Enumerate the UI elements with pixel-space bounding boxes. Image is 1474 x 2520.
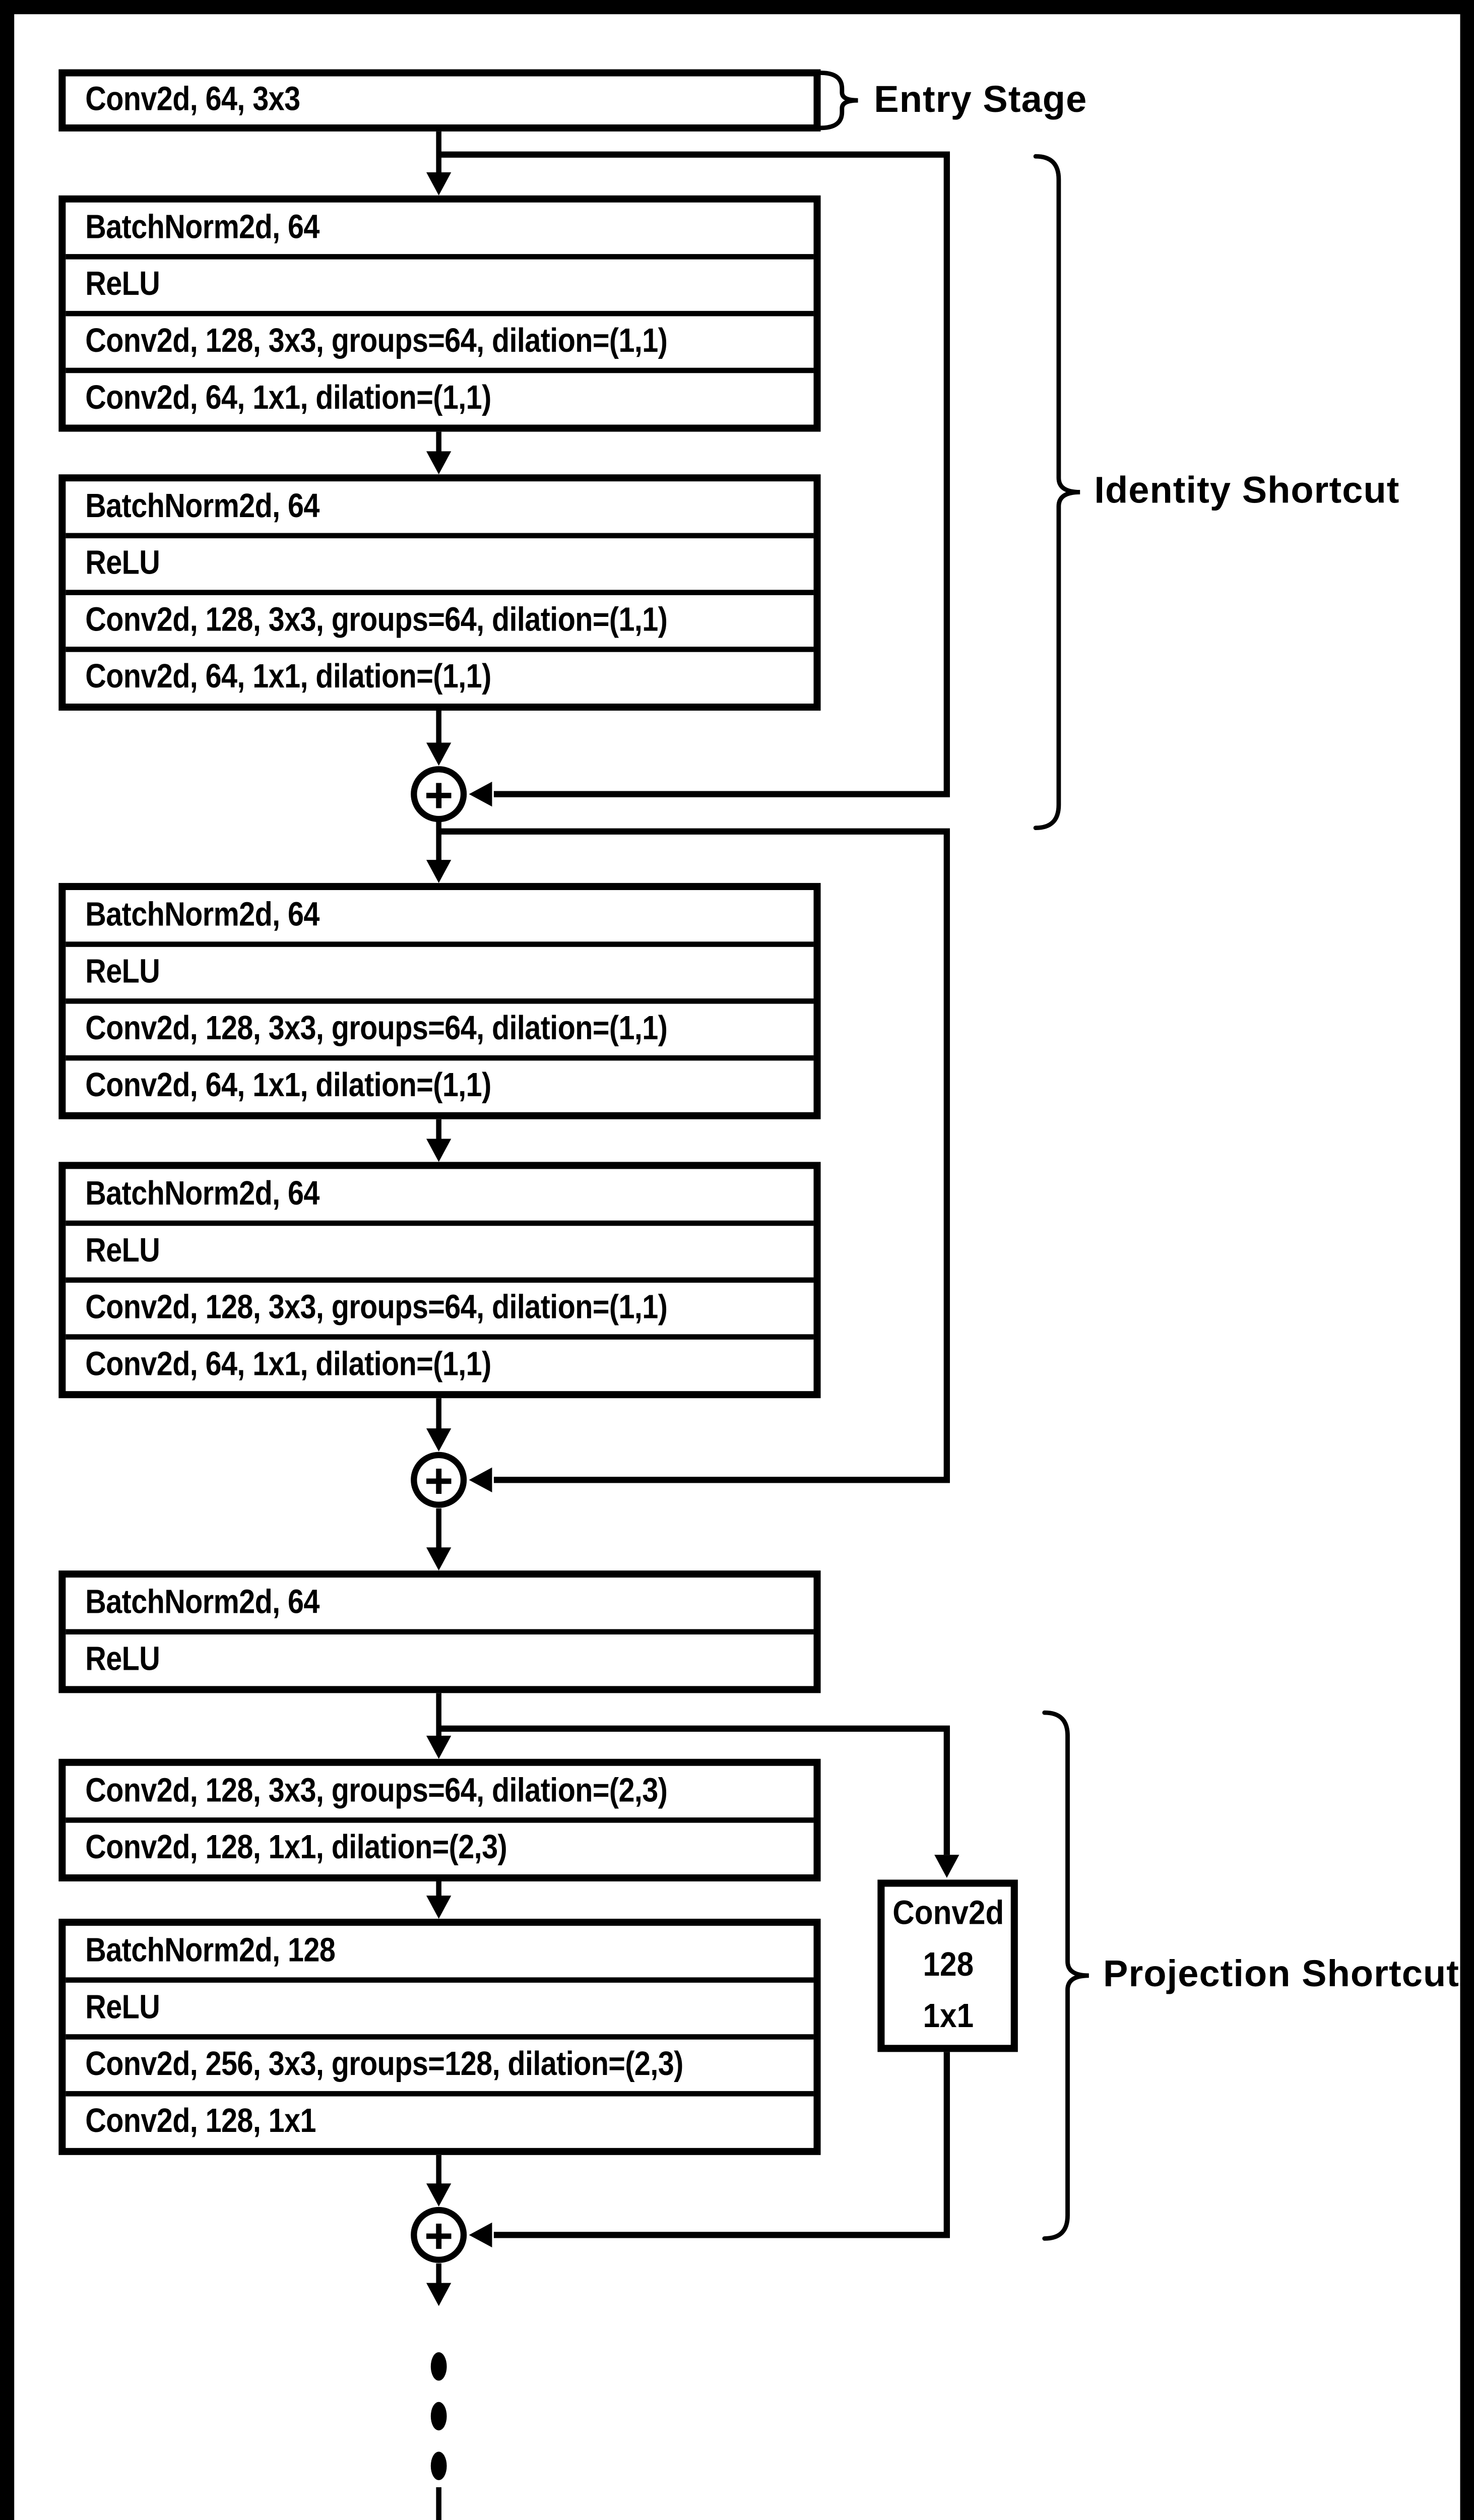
projection-entry-conv-block: Conv2d, 128, 3x3, groups=64, dilation=(2… <box>58 1758 821 1881</box>
layer-row: ReLU <box>66 533 814 590</box>
layer-row: Conv2d, 128, 3x3, groups=64, dilation=(1… <box>66 998 814 1055</box>
residual-block-1b: BatchNorm2d, 64 ReLU Conv2d, 128, 3x3, g… <box>58 474 821 711</box>
layer-row: BatchNorm2d, 64 <box>66 1169 814 1221</box>
identity-shortcut-wire-1 <box>438 151 950 797</box>
layer-row: BatchNorm2d, 64 <box>66 202 814 255</box>
layer-row: Conv2d, 128, 3x3, groups=64, dilation=(1… <box>66 590 814 647</box>
ellipsis-dots <box>430 2352 447 2480</box>
layer-row: Conv2d, 64, 1x1, dilation=(1,1) <box>66 1334 814 1392</box>
layer-label: Conv2d, 128, 3x3, groups=64, dilation=(1… <box>85 1289 668 1327</box>
layer-row: BatchNorm2d, 64 <box>66 890 814 942</box>
layer-row: Conv2d, 64, 1x1, dilation=(1,1) <box>66 1055 814 1112</box>
layer-label: Conv2d, 128, 3x3, groups=64, dilation=(1… <box>85 322 668 360</box>
layer-row: ReLU <box>66 941 814 999</box>
layer-row: Conv2d, 64, 1x1, dilation=(1,1) <box>66 367 814 425</box>
residual-block-1a: BatchNorm2d, 64 ReLU Conv2d, 128, 3x3, g… <box>58 195 821 432</box>
layer-row: Conv2d, 64, 3x3 <box>66 76 814 124</box>
layer-label: Conv2d, 64, 1x1, dilation=(1,1) <box>85 1346 491 1383</box>
layer-label: BatchNorm2d, 64 <box>85 896 319 934</box>
layer-label: Conv2d, 128, 3x3, groups=64, dilation=(2… <box>85 1772 668 1810</box>
add-junction-2: + <box>411 1452 467 1508</box>
layer-label: 1x1 <box>922 1998 973 2036</box>
layer-row: Conv2d, 128, 3x3, groups=64, dilation=(1… <box>66 1277 814 1335</box>
add-junction-1: + <box>411 766 467 823</box>
layer-row: Conv2d, 256, 3x3, groups=128, dilation=(… <box>66 2034 814 2091</box>
layer-label: ReLU <box>85 265 160 303</box>
layer-label: Conv2d, 64, 3x3 <box>85 81 300 118</box>
layer-label: ReLU <box>85 953 160 991</box>
layer-label: Conv2d, 128, 3x3, groups=64, dilation=(1… <box>85 601 668 639</box>
layer-row: BatchNorm2d, 64 <box>66 1578 814 1629</box>
layer-row: BatchNorm2d, 128 <box>66 1926 814 1978</box>
identity-shortcut-brace <box>1033 154 1080 831</box>
shortcut-lines <box>438 151 950 2238</box>
plus-icon: + <box>424 1453 454 1508</box>
identity-shortcut-label: Identity Shortcut <box>1094 471 1400 512</box>
layer-row: Conv2d, 128, 1x1, dilation=(2,3) <box>66 1817 814 1874</box>
layer-label: ReLU <box>85 544 160 582</box>
braces <box>818 71 1089 2241</box>
layer-label: Conv2d, 128, 1x1 <box>85 2102 316 2140</box>
layer-label: Conv2d <box>892 1896 1004 1933</box>
layer-label: ReLU <box>85 1641 160 1678</box>
layer-label: BatchNorm2d, 64 <box>85 1175 319 1213</box>
layer-row: ReLU <box>66 254 814 311</box>
layer-label: 128 <box>922 1947 973 1985</box>
layer-label: Conv2d, 128, 3x3, groups=64, dilation=(1… <box>85 1010 668 1047</box>
entry-conv-block: Conv2d, 64, 3x3 <box>58 69 821 132</box>
entry-stage-brace <box>818 71 858 131</box>
down-arrowheads <box>426 172 959 2306</box>
plus-icon: + <box>424 2208 454 2263</box>
plus-icon: + <box>424 767 454 823</box>
layer-row: Conv2d, 128, 1x1 <box>66 2091 814 2148</box>
projection-shortcut-label: Projection Shortcut <box>1103 1954 1459 1995</box>
layer-row: ReLU <box>66 1977 814 2035</box>
layer-label: Conv2d, 128, 1x1, dilation=(2,3) <box>85 1829 507 1867</box>
layer-label: Conv2d, 64, 1x1, dilation=(1,1) <box>85 658 491 696</box>
layer-label: Conv2d, 256, 3x3, groups=128, dilation=(… <box>85 2046 683 2084</box>
residual-block-2b: BatchNorm2d, 64 ReLU Conv2d, 128, 3x3, g… <box>58 1162 821 1399</box>
projection-shortcut-feed-wire <box>438 1725 950 1855</box>
layer-label: BatchNorm2d, 64 <box>85 487 319 525</box>
layer-row: Conv2d, 128, 3x3, groups=64, dilation=(2… <box>66 1766 814 1818</box>
layer-label: BatchNorm2d, 64 <box>85 209 319 246</box>
residual-block-2a: BatchNorm2d, 64 ReLU Conv2d, 128, 3x3, g… <box>58 883 821 1119</box>
projection-main-block: BatchNorm2d, 128 ReLU Conv2d, 256, 3x3, … <box>58 1919 821 2155</box>
layer-row: ReLU <box>66 1629 814 1686</box>
projection-shortcut-brace <box>1042 1710 1089 2241</box>
layer-row: BatchNorm2d, 64 <box>66 481 814 533</box>
add-junction-3: + <box>411 2207 467 2263</box>
layer-label: ReLU <box>85 1989 160 2027</box>
layer-label: Conv2d, 64, 1x1, dilation=(1,1) <box>85 1066 491 1104</box>
layer-label: BatchNorm2d, 64 <box>85 1584 319 1621</box>
batchnorm-relu-block: BatchNorm2d, 64 ReLU <box>58 1570 821 1693</box>
layer-label: Conv2d, 64, 1x1, dilation=(1,1) <box>85 379 491 417</box>
entry-stage-label: Entry Stage <box>874 80 1087 121</box>
identity-shortcut-wire-2 <box>438 828 950 1483</box>
layer-row: Conv2d, 128, 3x3, groups=64, dilation=(1… <box>66 310 814 368</box>
projection-shortcut-return-wire <box>493 2052 950 2238</box>
layer-row: ReLU <box>66 1220 814 1278</box>
left-arrowheads <box>469 782 492 2248</box>
layer-row: Conv2d, 64, 1x1, dilation=(1,1) <box>66 647 814 704</box>
projection-shortcut-conv-box: Conv2d 128 1x1 <box>877 1879 1018 2052</box>
layer-label: BatchNorm2d, 128 <box>85 1932 336 1970</box>
layer-label: ReLU <box>85 1232 160 1270</box>
